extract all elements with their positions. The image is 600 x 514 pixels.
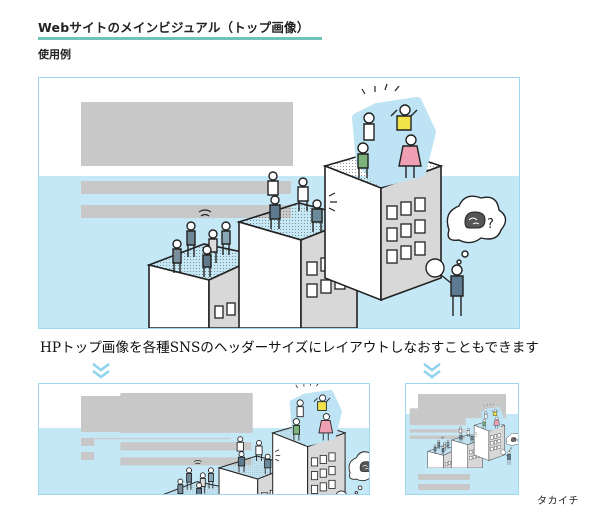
sns-header-square-illustration [406,394,518,494]
main-visual-large-illustration: ? [39,78,519,328]
title-underline [38,37,322,40]
double-chevron-down-icon [92,363,110,379]
main-visual-large: ? [38,77,520,329]
caption-text: HPトップ画像を各種SNSのヘッダーサイズにレイアウトしなおすこともできます [40,340,539,356]
double-chevron-down-icon [423,363,441,379]
page-title: Webサイトのメインビジュアル（トップ画像） [38,20,310,35]
section-subtitle: 使用例 [38,48,71,61]
sns-header-wide [38,383,370,495]
author-credit: タカイチ [537,496,579,507]
sns-header-wide-illustration [39,384,369,494]
sns-header-square [405,383,519,495]
